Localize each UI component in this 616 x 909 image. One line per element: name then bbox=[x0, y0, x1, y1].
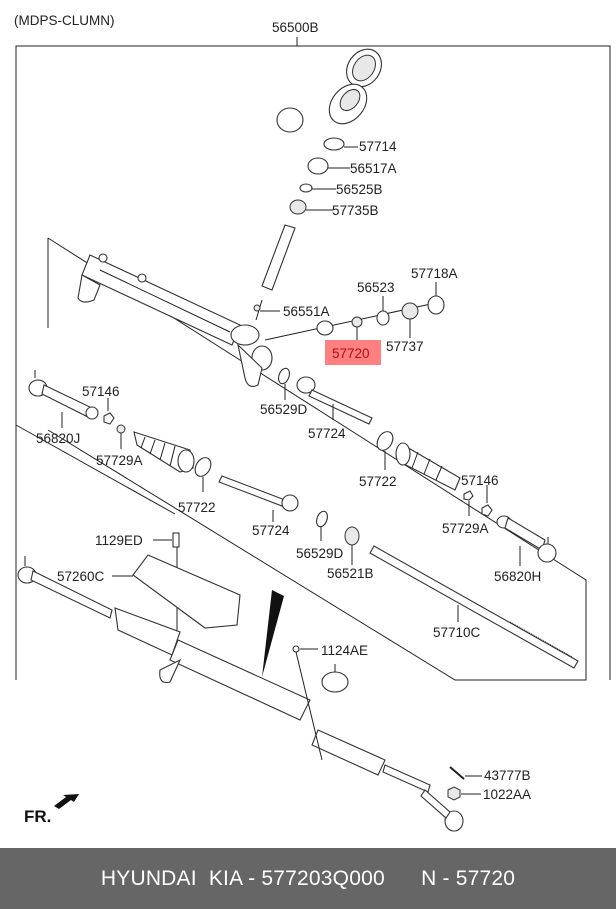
part-57718A bbox=[427, 295, 445, 315]
part-yoke bbox=[316, 320, 334, 336]
part-56551A bbox=[253, 304, 261, 312]
callout-56517A: 56517A bbox=[350, 161, 397, 176]
callout-57146-right: 57146 bbox=[461, 473, 499, 488]
part-bellows-right bbox=[395, 442, 461, 491]
part-57714 bbox=[323, 137, 345, 151]
callout-1129ED: 1129ED bbox=[95, 533, 143, 548]
callout-57724-bottom: 57724 bbox=[252, 523, 290, 538]
rack-housing-upper bbox=[77, 253, 273, 387]
callout-57737: 57737 bbox=[386, 339, 424, 354]
part-56517A bbox=[307, 157, 329, 175]
part-57260C bbox=[132, 554, 241, 629]
callout-57729A-left: 57729A bbox=[96, 453, 143, 468]
part-56523 bbox=[376, 310, 390, 326]
callout-57714: 57714 bbox=[359, 139, 397, 154]
callout-57260C: 57260C bbox=[57, 569, 105, 584]
part-57146-right bbox=[481, 504, 493, 517]
part-57735B bbox=[289, 199, 307, 215]
part-1124AE bbox=[292, 645, 300, 653]
part-43777B bbox=[449, 766, 465, 780]
part-57729A-right bbox=[463, 490, 474, 501]
parts-diagram: (MDPS-CLUMN) 56500B 57714 56517A 56525B … bbox=[14, 13, 611, 832]
part-1129ED bbox=[172, 532, 180, 548]
part-56820J bbox=[28, 370, 99, 420]
rack-assembly-lower bbox=[17, 556, 464, 832]
callout-56820J: 56820J bbox=[36, 431, 80, 446]
callout-57729A-right: 57729A bbox=[442, 521, 489, 536]
callout-56551A: 56551A bbox=[283, 304, 330, 319]
callout-56529D-top: 56529D bbox=[260, 402, 308, 417]
part-57146-left bbox=[103, 412, 115, 425]
assembly-arrow bbox=[262, 590, 284, 677]
part-57724-top bbox=[296, 376, 373, 425]
front-indicator: FR. bbox=[24, 807, 51, 826]
callout-57718A: 57718A bbox=[411, 266, 458, 281]
callout-57735B: 57735B bbox=[332, 203, 379, 218]
part-56521B bbox=[344, 526, 360, 546]
brand-part-number: HYUNDAI KIA - 577203Q000 bbox=[100, 866, 385, 890]
callout-57720[interactable]: 57720 bbox=[332, 346, 370, 361]
reference-number: N - 57720 bbox=[421, 866, 516, 890]
part-57729A-left bbox=[116, 424, 126, 434]
part-bellows-left bbox=[133, 431, 195, 473]
part-57720 bbox=[351, 316, 363, 328]
part-number-banner: HYUNDAI KIA - 577203Q000 N - 57720 bbox=[0, 848, 616, 909]
callout-57146-left: 57146 bbox=[82, 384, 120, 399]
assembly-frame bbox=[15, 45, 611, 680]
part-57722-left bbox=[194, 457, 212, 477]
dust-cover-part bbox=[276, 48, 382, 133]
front-arrow-icon bbox=[54, 794, 79, 809]
callout-56521B: 56521B bbox=[327, 566, 374, 581]
part-57724-bottom bbox=[218, 475, 299, 512]
highlight-box-57720 bbox=[325, 340, 381, 365]
callout-56820H: 56820H bbox=[494, 569, 541, 584]
part-57710C bbox=[369, 545, 579, 669]
callout-1124AE: 1124AE bbox=[321, 643, 368, 658]
part-1022AA bbox=[447, 786, 461, 801]
part-57737 bbox=[401, 302, 419, 320]
part-56820H bbox=[496, 515, 557, 563]
callout-56523: 56523 bbox=[357, 280, 395, 295]
callout-57722-left: 57722 bbox=[178, 500, 216, 515]
assembly-label: 56500B bbox=[272, 20, 319, 35]
callout-56525B: 56525B bbox=[336, 182, 383, 197]
part-56529D-top bbox=[278, 367, 290, 385]
section-title: (MDPS-CLUMN) bbox=[14, 13, 115, 28]
callout-43777B: 43777B bbox=[484, 768, 531, 783]
callout-57710C: 57710C bbox=[433, 625, 481, 640]
callout-1022AA: 1022AA bbox=[483, 787, 531, 802]
part-56529D-bottom bbox=[316, 510, 328, 528]
callout-56529D-bottom: 56529D bbox=[296, 546, 344, 561]
callout-57724-top: 57724 bbox=[308, 426, 346, 441]
part-57722-right bbox=[376, 431, 394, 451]
callout-57722-right: 57722 bbox=[359, 474, 397, 489]
part-56525B bbox=[299, 183, 313, 193]
banner-spacer bbox=[385, 867, 421, 891]
